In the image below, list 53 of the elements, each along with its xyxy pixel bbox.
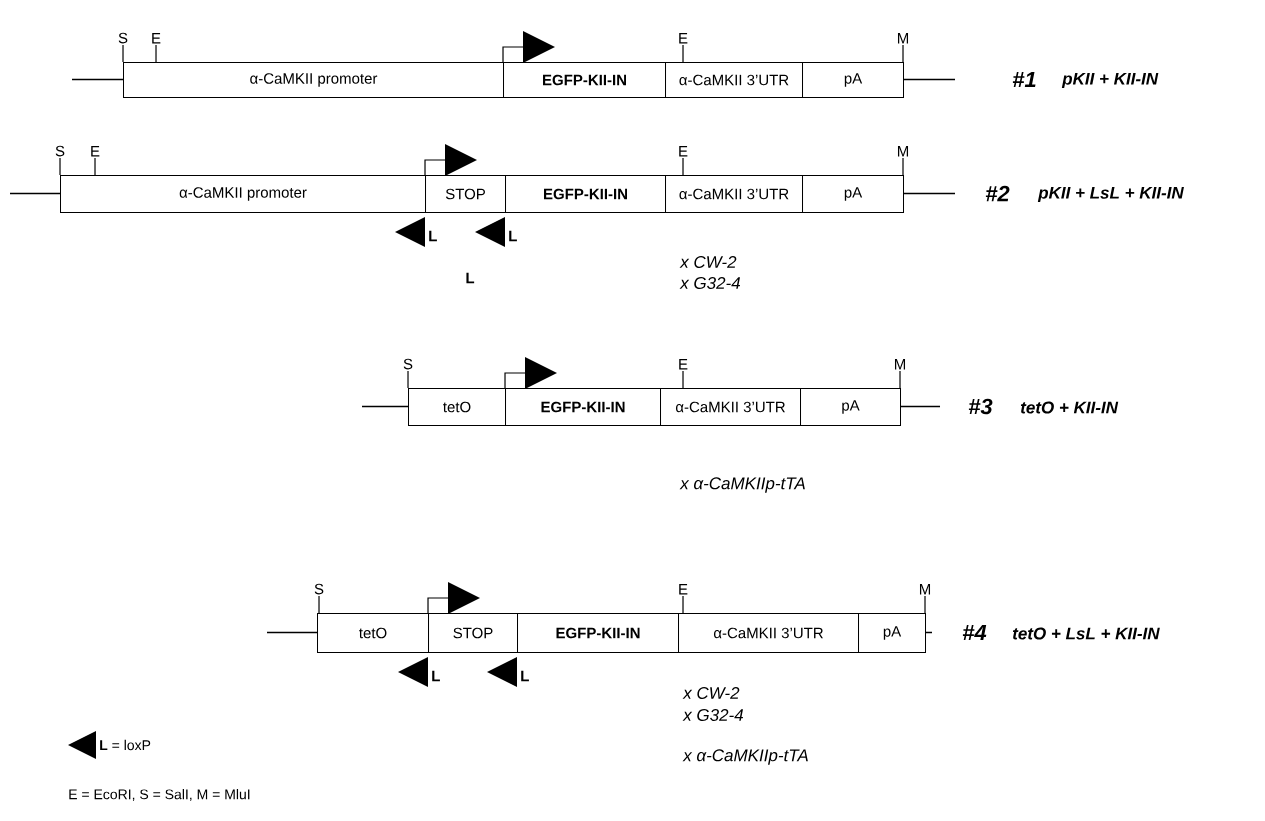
cross-note: x G32-4 (679, 277, 740, 289)
segment-box: pA (802, 175, 904, 213)
construct-name: tetO + KII-IN (1020, 401, 1119, 414)
cross-note: x CW-2 (679, 256, 737, 268)
restriction-site: M (895, 359, 905, 389)
abbreviation-note: E = EcoRI, S = SalI, M = MluI (69, 789, 250, 801)
segment-box: α-CaMKII 3’UTR (665, 62, 803, 98)
loxp-letter: L (429, 230, 437, 242)
construct-name: pKII + LsL + KII-IN (1037, 186, 1184, 203)
loxp-letter: L (432, 670, 440, 682)
restriction-site: E (91, 146, 100, 176)
loxp-letter: L (509, 230, 517, 242)
legend-text: L = loxP (100, 739, 151, 751)
construct-number: #4 (962, 624, 987, 641)
segment-box: STOP (425, 175, 506, 213)
segment-box: α-CaMKII 3’UTR (660, 388, 801, 426)
segment-box: α-CaMKII 3’UTR (678, 613, 859, 653)
segment-box: EGFP-KII-IN (505, 388, 661, 426)
restriction-site: E (679, 33, 688, 63)
loxp-letter: L (521, 670, 529, 682)
cross-note: x α-CaMKIIp-tTA (679, 477, 805, 493)
construct-name: tetO + LsL + KII-IN (1012, 627, 1160, 640)
construct-number: #2 (985, 185, 1010, 202)
restriction-site: S (403, 358, 413, 389)
cross-note: x CW-2 (682, 686, 740, 699)
segment-box: tetO (408, 388, 506, 426)
segment-box: α-CaMKII promoter (123, 62, 504, 98)
restriction-site: S (55, 145, 65, 176)
restriction-site: E (679, 359, 688, 389)
restriction-site: E (679, 146, 688, 176)
restriction-site: M (898, 146, 908, 176)
restriction-site: S (314, 583, 324, 614)
segment-box: EGFP-KII-IN (505, 175, 666, 213)
segment-box: α-CaMKII promoter (60, 175, 426, 213)
segment-box: pA (858, 613, 926, 653)
segment-box: STOP (428, 613, 518, 653)
restriction-site: M (920, 584, 930, 614)
segment-box: pA (800, 388, 901, 426)
cross-note: x G32-4 (682, 708, 743, 721)
construct-number: #1 (1012, 71, 1036, 88)
restriction-site: S (118, 32, 128, 63)
segment-box: pA (802, 62, 904, 98)
segment-box: α-CaMKII 3’UTR (665, 175, 803, 213)
restriction-site: M (898, 33, 908, 63)
restriction-site: E (152, 33, 161, 63)
segment-box: EGFP-KII-IN (503, 62, 666, 98)
construct-name: pKII + KII-IN (1061, 72, 1159, 89)
restriction-site: E (679, 584, 688, 614)
cross-note: x α-CaMKIIp-tTA (682, 749, 808, 765)
loxp-letter: L (466, 272, 475, 284)
segment-box: tetO (317, 613, 429, 653)
construct-number: #3 (968, 398, 993, 415)
segment-box: EGFP-KII-IN (517, 613, 679, 653)
